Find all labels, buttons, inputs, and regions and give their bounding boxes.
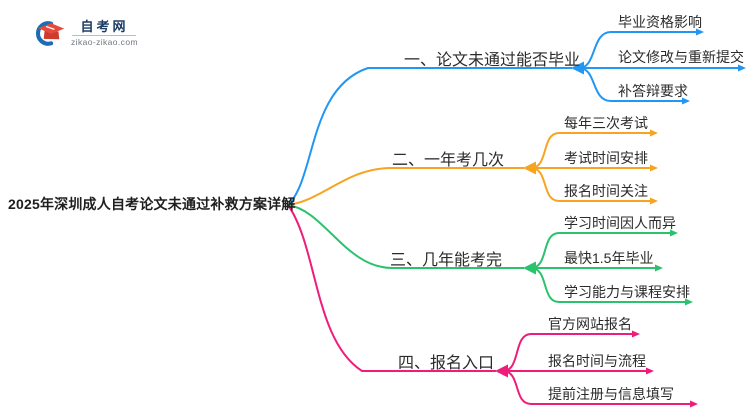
branch-2-child-3-line [530, 167, 650, 202]
branch-3-arrow-icon [523, 261, 536, 275]
branch-3-connector [287, 204, 693, 306]
branch-2-arrow-icon [523, 161, 536, 175]
branch-3-label: 三、几年能考完 [390, 252, 503, 269]
branch-1-main-line [287, 67, 572, 206]
branch-4-child-1-arrow-icon [632, 330, 640, 338]
logo-divider [72, 35, 137, 36]
branch-4-arrow-icon [495, 364, 508, 378]
site-logo[interactable]: 自考网 zikao-zikao.com [29, 19, 138, 47]
logo-text-block: 自考网 zikao-zikao.com [71, 19, 138, 47]
branch-2-label: 二、一年考几次 [392, 152, 505, 169]
central-topic: 2025年深圳成人自考论文未通过补救方案详解 [8, 196, 296, 212]
branch-1-connector [287, 28, 746, 206]
branch-4-main-line [287, 204, 496, 372]
branch-3-child-1-label: 学习时间因人而异 [564, 215, 676, 231]
branch-4-child-3-label: 提前注册与信息填写 [548, 386, 674, 402]
branch-2-child-1-label: 每年三次考试 [564, 115, 648, 131]
branch-1-child-3-arrow-icon [682, 97, 690, 105]
branch-3-child-1-line [530, 232, 670, 269]
branch-1-child-1-line [578, 31, 696, 69]
branch-4-child-3-arrow-icon [690, 400, 698, 408]
branch-3-child-3-label: 学习能力与课程安排 [564, 284, 690, 300]
branch-1-arrow-icon [571, 61, 584, 75]
branch-3-child-1-arrow-icon [670, 229, 678, 237]
branch-2-child-3-arrow-icon [650, 197, 658, 205]
branch-3-main-line [287, 204, 524, 269]
branch-1-child-1-label: 毕业资格影响 [618, 14, 702, 30]
branch-4-child-1-label: 官方网站报名 [548, 316, 632, 332]
branch-2-connector [287, 129, 658, 206]
graduation-cap-icon [36, 20, 65, 46]
branch-1-child-3-line [578, 67, 682, 102]
branch-3-child-2-arrow-icon [655, 264, 663, 272]
branch-1-child-2-label: 论文修改与重新提交 [618, 49, 744, 65]
branch-4-child-2-label: 报名时间与流程 [548, 353, 646, 369]
branch-3-child-3-arrow-icon [685, 298, 693, 306]
branch-2-child-1-line [530, 132, 650, 169]
branch-2-main-line [287, 167, 524, 206]
branch-2-child-2-label: 考试时间安排 [564, 150, 648, 166]
logo-site-name: 自考网 [80, 19, 129, 34]
branch-4-child-1-line [502, 333, 632, 372]
branch-1-label: 一、论文未通过能否毕业 [404, 52, 581, 69]
branch-2-child-1-arrow-icon [650, 129, 658, 137]
branch-1-child-1-arrow-icon [696, 28, 704, 36]
logo-site-url: zikao-zikao.com [71, 37, 138, 47]
branch-1-child-2-arrow-icon [738, 64, 746, 72]
branch-2-child-3-label: 报名时间关注 [564, 183, 648, 199]
branch-4-label: 四、报名入口 [398, 355, 495, 372]
branch-2-child-2-arrow-icon [650, 164, 658, 172]
branch-4-connector [287, 204, 698, 408]
branch-3-child-3-line [530, 267, 685, 303]
branch-1-child-3-label: 补答辩要求 [618, 83, 688, 99]
branch-3-child-2-label: 最快1.5年毕业 [564, 250, 654, 266]
branch-4-child-2-arrow-icon [646, 367, 654, 375]
branch-4-child-3-line [502, 370, 690, 405]
